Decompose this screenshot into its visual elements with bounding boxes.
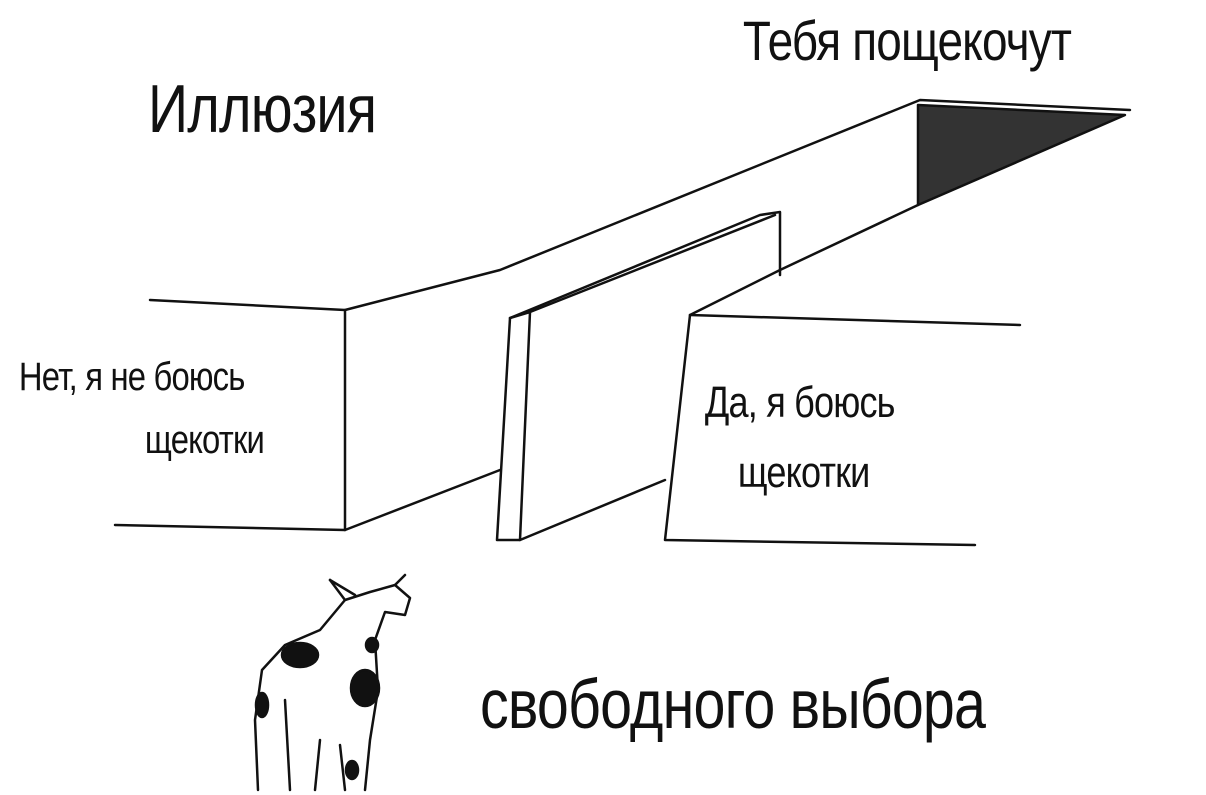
- title-top: Иллюзия: [148, 71, 377, 147]
- left-path-label-line1: Нет, я не боюсь: [14, 355, 250, 400]
- right-path-label-line1: Да, я боюсь: [700, 378, 900, 428]
- title-bottom: свободного выбора: [480, 665, 986, 743]
- left-wall: [113, 98, 1132, 532]
- left-path-label-line2: щекотки: [140, 418, 269, 463]
- cow: [253, 573, 412, 792]
- right-path-label-line2: щекотки: [733, 448, 875, 498]
- dark-corridor-end: [916, 103, 1127, 207]
- middle-divider-panel: [495, 210, 782, 542]
- top-right-label: Тебя пощекочут: [738, 8, 1077, 73]
- right-wall: [663, 203, 1022, 547]
